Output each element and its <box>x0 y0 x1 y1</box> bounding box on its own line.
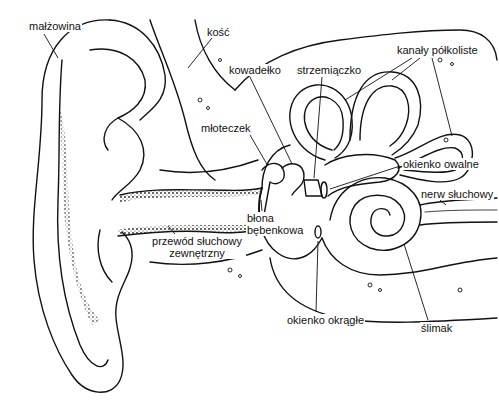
part-label: młoteczek <box>200 122 252 134</box>
leader-lines <box>44 34 452 320</box>
part-label: nerw słuchowy <box>420 188 494 200</box>
part-label: strzemiączko <box>296 64 362 76</box>
part-label: kanały półkoliste <box>396 44 479 56</box>
part-label: błona bębenkowa <box>246 212 304 236</box>
part-label: okienko owalne <box>402 158 480 170</box>
part-label: kowadełko <box>228 64 282 76</box>
part-label: przewód słuchowy zewnętrzny <box>148 235 246 259</box>
part-label: małżowina <box>28 20 82 32</box>
part-label: kość <box>206 26 231 38</box>
part-label: okienko okrągłe <box>286 314 365 326</box>
part-label: ślimak <box>420 322 453 334</box>
